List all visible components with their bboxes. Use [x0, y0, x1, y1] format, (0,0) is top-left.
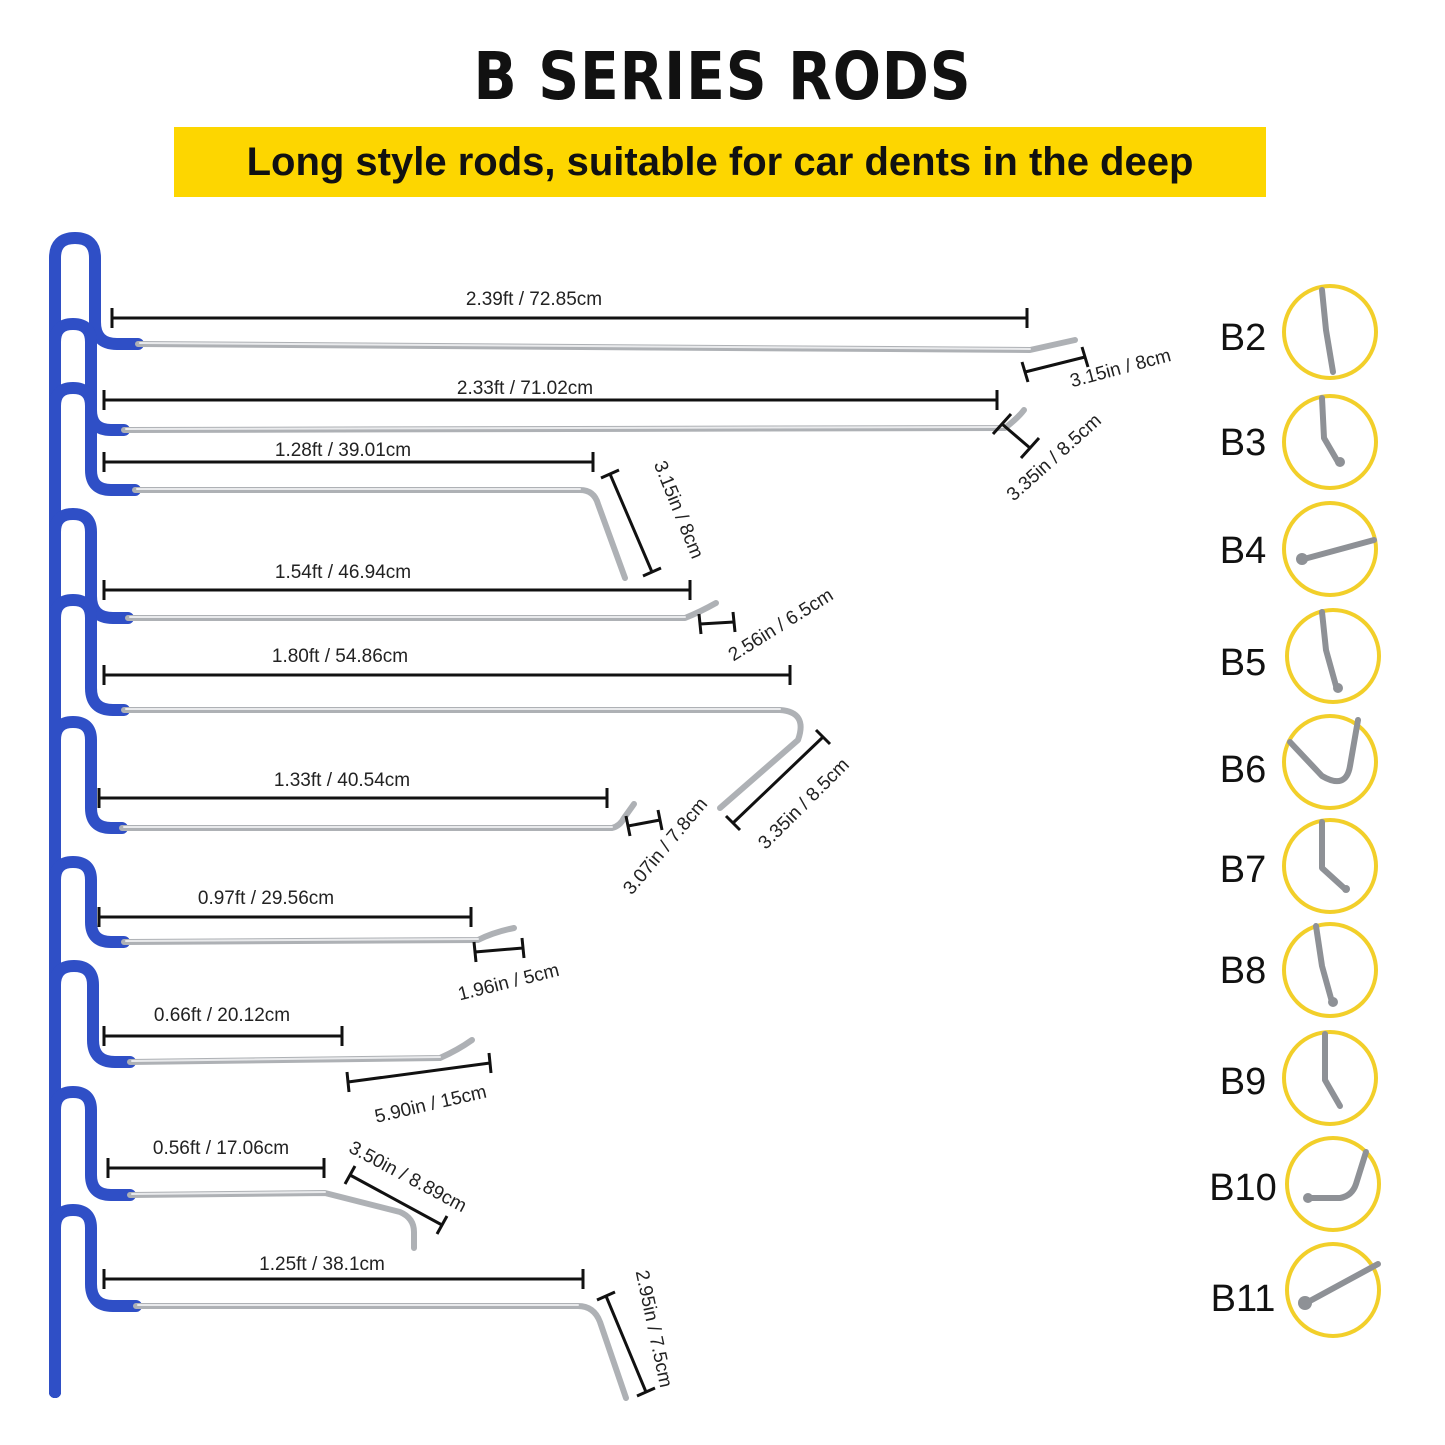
rod-handle-b8	[49, 856, 130, 1398]
length-label-b11: 1.25ft / 38.1cm	[259, 1254, 385, 1275]
badge-circle-b6	[1282, 714, 1378, 810]
rod-code-b8: B8	[1220, 950, 1266, 992]
tip-closeup-b7-icon	[1319, 819, 1347, 891]
length-line-b10	[106, 1158, 326, 1178]
tip-line-b11	[596, 1290, 656, 1398]
rod-code-b10: B10	[1209, 1167, 1277, 1209]
subtitle-text: Long style rods, suitable for car dents …	[246, 140, 1194, 184]
rod-handle-b11	[49, 1204, 142, 1398]
tip-label-b4: 3.15in / 8cm	[649, 458, 707, 562]
tip-closeup-b5-icon	[1319, 609, 1339, 689]
rod-handle-b10	[49, 1086, 136, 1398]
length-label-b5: 1.54ft / 46.94cm	[275, 562, 411, 583]
length-label-b10: 0.56ft / 17.06cm	[153, 1138, 289, 1159]
rod-handle-b9	[49, 960, 136, 1398]
length-line-b6	[102, 665, 792, 685]
tip-line-b3	[991, 412, 1041, 460]
rod-shaft-b11	[133, 1303, 629, 1401]
length-line-b5	[102, 580, 692, 600]
length-label-b9: 0.66ft / 20.12cm	[154, 1005, 290, 1026]
rod-handle-b3	[49, 318, 130, 1398]
tip-closeup-b10-icon	[1307, 1149, 1369, 1201]
tip-closeup-b8-icon	[1313, 923, 1335, 1005]
rod-shaft-b7	[119, 801, 637, 831]
badge-circle-b2	[1282, 284, 1378, 380]
rod-handle-b5	[49, 508, 134, 1398]
tip-closeup-b4-icon	[1301, 537, 1377, 562]
rod-code-b6: B6	[1220, 749, 1266, 791]
tip-line-b4	[600, 468, 662, 578]
badge-circle-b8	[1282, 922, 1378, 1018]
page-title: B SERIES RODS	[473, 38, 972, 115]
rod-code-b7: B7	[1220, 849, 1266, 891]
tip-label-b6: 3.35in / 8.5cm	[754, 754, 853, 853]
rod-handle-b6	[49, 594, 130, 1398]
rod-handle-b4	[49, 382, 141, 1398]
rod-shaft-b5	[125, 600, 719, 621]
subtitle-banner: Long style rods, suitable for car dents …	[174, 127, 1266, 197]
tip-line-b10	[343, 1165, 449, 1235]
rod-handle-b2	[49, 232, 144, 1398]
badge-circle-b9	[1282, 1030, 1378, 1126]
length-line-b3	[102, 390, 999, 410]
length-line-b2	[110, 308, 1029, 328]
tip-label-b8: 1.96in / 5cm	[456, 960, 562, 1005]
rod-shaft-b4	[132, 487, 628, 581]
rod-shaft-b10	[127, 1190, 417, 1251]
rod-code-b2: B2	[1220, 317, 1266, 359]
tip-line-b2	[1020, 346, 1090, 383]
tip-label-b9: 5.90in / 15cm	[373, 1082, 489, 1128]
length-label-b6: 1.80ft / 54.86cm	[272, 646, 408, 667]
length-line-b9	[102, 1026, 344, 1046]
tip-line-b5	[697, 611, 737, 635]
tip-closeup-b2-icon	[1319, 287, 1336, 375]
tip-closeup-b3-icon	[1319, 395, 1341, 465]
tip-line-b8	[472, 937, 526, 963]
length-line-b4	[102, 452, 595, 472]
length-line-b7	[97, 788, 609, 808]
tip-closeup-b9-icon	[1322, 1031, 1343, 1109]
badge-circle-b5	[1285, 608, 1381, 704]
tip-line-b9	[345, 1052, 493, 1093]
tip-closeup-b11-icon	[1305, 1261, 1381, 1305]
length-label-b7: 1.33ft / 40.54cm	[274, 770, 410, 791]
length-line-b11	[102, 1269, 585, 1289]
rod-handle-b7	[49, 716, 128, 1398]
badge-circle-b7	[1282, 818, 1378, 914]
length-label-b2: 2.39ft / 72.85cm	[466, 289, 602, 310]
tip-line-b7	[624, 809, 664, 837]
tip-line-b6	[724, 728, 832, 832]
rod-shaft-b6	[121, 707, 804, 811]
badge-circle-b3	[1282, 394, 1378, 490]
rod-code-b3: B3	[1220, 422, 1266, 464]
rod-code-b11: B11	[1211, 1278, 1276, 1320]
rod-code-b4: B4	[1220, 530, 1266, 572]
badge-circle-b10	[1285, 1136, 1381, 1232]
rod-shaft-b2	[135, 337, 1078, 353]
tip-label-b5: 2.56in / 6.5cm	[725, 585, 837, 666]
rod-code-b9: B9	[1220, 1061, 1266, 1103]
tip-label-b3: 3.35in / 8.5cm	[1003, 410, 1106, 505]
rod-code-b5: B5	[1220, 642, 1266, 684]
length-line-b8	[97, 907, 473, 927]
length-label-b3: 2.33ft / 71.02cm	[457, 378, 593, 399]
length-label-b4: 1.28ft / 39.01cm	[275, 440, 411, 461]
length-label-b8: 0.97ft / 29.56cm	[198, 888, 334, 909]
tip-closeup-b6-icon	[1287, 717, 1361, 785]
